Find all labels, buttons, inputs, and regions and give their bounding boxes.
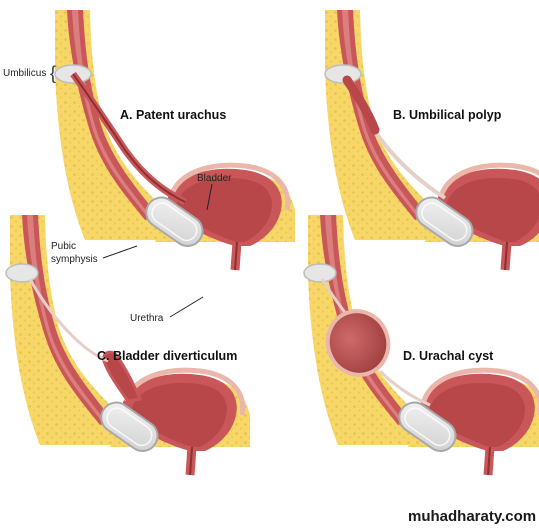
label-urethra: Urethra	[130, 313, 164, 324]
panel-title-d: D. Urachal cyst	[403, 349, 494, 363]
umbilicus-shape-b	[324, 64, 362, 84]
panel-title-c: C. Bladder diverticulum	[97, 349, 237, 363]
label-umbilicus: Umbilicus	[3, 68, 46, 79]
bladder-leader-line	[206, 183, 213, 211]
panel-a	[55, 10, 295, 270]
umbilicus-shape-d	[303, 263, 337, 283]
umbilical-polyp-shape	[342, 75, 380, 135]
umbilicus-shape-c	[5, 263, 39, 283]
label-bladder: Bladder	[197, 173, 232, 184]
panel-title-a: A. Patent urachus	[120, 108, 226, 122]
pubic-leader-line	[102, 245, 138, 259]
bladder-diverticulum-pouch	[102, 350, 143, 403]
panel-c	[5, 215, 250, 475]
panel-b	[325, 10, 539, 270]
urachal-cyst	[325, 309, 391, 377]
panel-d	[303, 215, 539, 475]
label-symphysis: symphysis	[51, 254, 98, 265]
panel-title-b: B. Umbilical polyp	[393, 108, 502, 122]
watermark: muhadharaty.com	[408, 508, 536, 525]
label-pubic: Pubic	[51, 241, 76, 252]
umbilicus-brace: {	[50, 63, 56, 83]
urethra-leader-line	[169, 296, 204, 318]
